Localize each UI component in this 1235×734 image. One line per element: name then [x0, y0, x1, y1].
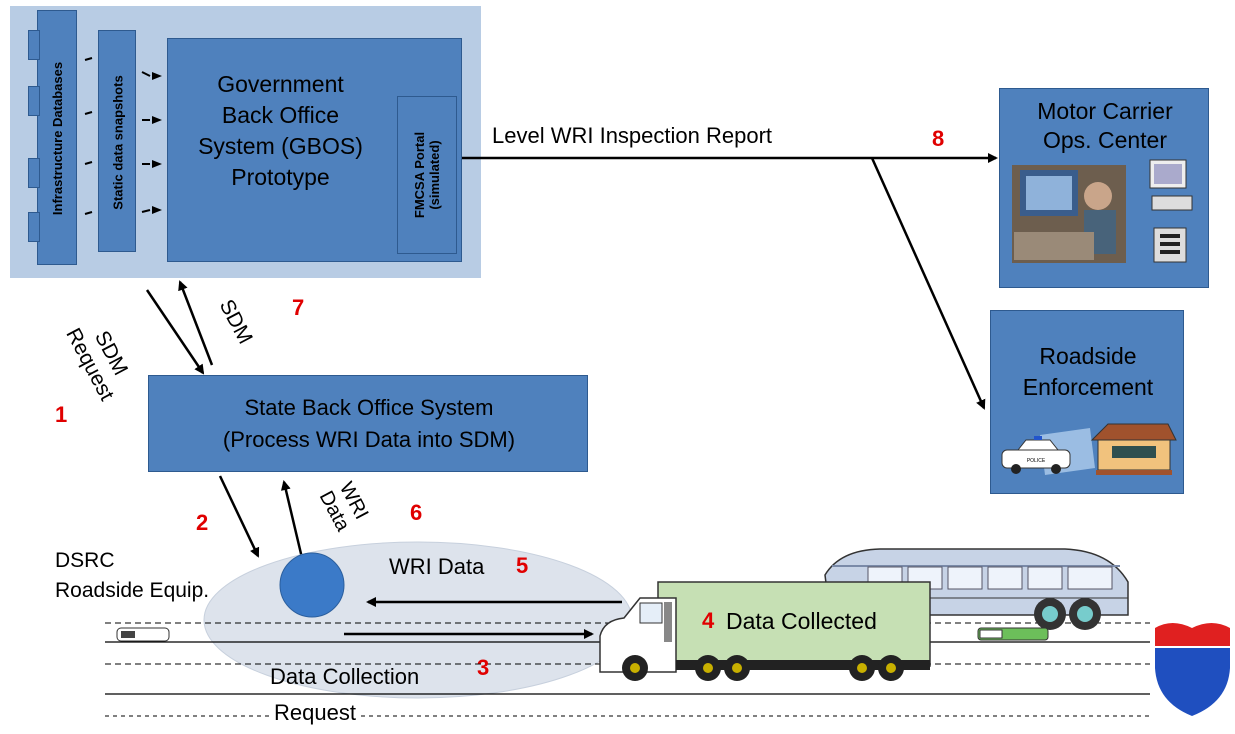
dsrc-roadside-equipment	[279, 552, 345, 618]
dsrc-line: Roadside Equip.	[55, 579, 210, 602]
request-label: Request	[272, 700, 358, 726]
db-tab	[28, 86, 40, 116]
data-collected-label: Data Collected	[726, 608, 877, 634]
state-box-title: State Back Office System	[244, 395, 494, 420]
db-tab	[28, 212, 40, 242]
weigh-station-icon	[1090, 423, 1177, 475]
db-tab	[28, 30, 40, 60]
step-4: 4	[702, 608, 715, 633]
interstate-shield-icon	[1155, 623, 1230, 716]
small-car-left	[116, 627, 170, 642]
step-8: 8	[932, 126, 945, 151]
gbos-title-line: System (GBOS)	[198, 133, 363, 159]
sdm-return-arrow	[178, 280, 214, 366]
inspection-report-label: Level WRI Inspection Report	[492, 123, 773, 148]
static-snapshots-bar: Static data snapshots	[98, 30, 136, 252]
roadside-arrow	[870, 157, 986, 410]
state-box-subtitle: (Process WRI Data into SDM)	[222, 427, 516, 452]
roadside-subtitle: Enforcement	[1022, 374, 1154, 400]
step-1: 1	[55, 402, 68, 427]
dsrc-to-state-arrow	[280, 480, 304, 559]
wri-data-label: WRI Data	[389, 554, 485, 579]
step-6: 6	[410, 500, 423, 525]
db-tab	[28, 158, 40, 188]
roadside-title: Roadside	[1039, 343, 1137, 369]
step-7: 7	[292, 295, 305, 320]
state-to-dsrc-arrow	[218, 475, 260, 558]
step-5: 5	[516, 553, 529, 578]
police-text: POLICE	[1027, 458, 1046, 464]
dsrc-label: DSRC Roadside Equip.	[55, 546, 209, 606]
step-3: 3	[477, 655, 490, 680]
small-car-right	[977, 627, 1049, 641]
data-collection-label: Data Collection	[270, 664, 420, 689]
computer-icon	[1149, 159, 1193, 263]
truck-illustration	[599, 581, 931, 681]
sdm-request-arrow	[145, 289, 205, 375]
dsrc-line: DSRC	[55, 549, 115, 572]
gbos-title-line: Government	[217, 71, 344, 97]
snapshot-dashed-arrows	[84, 57, 162, 215]
gbos-title-line: Prototype	[231, 164, 330, 190]
step-2: 2	[196, 510, 209, 535]
operator-photo	[1012, 165, 1126, 263]
fmcsa-portal-box: FMCSA Portal (simulated)	[397, 96, 457, 254]
police-car-icon: POLICE	[1001, 428, 1095, 475]
infrastructure-databases-bar: Infrastructure Databases	[37, 10, 77, 265]
gbos-title-line: Back Office	[221, 102, 340, 128]
motor-carrier-subtitle: Ops. Center	[1043, 127, 1167, 153]
state-back-office-box: State Back Office System (Process WRI Da…	[148, 375, 588, 472]
motor-carrier-title: Motor Carrier	[1037, 98, 1173, 124]
